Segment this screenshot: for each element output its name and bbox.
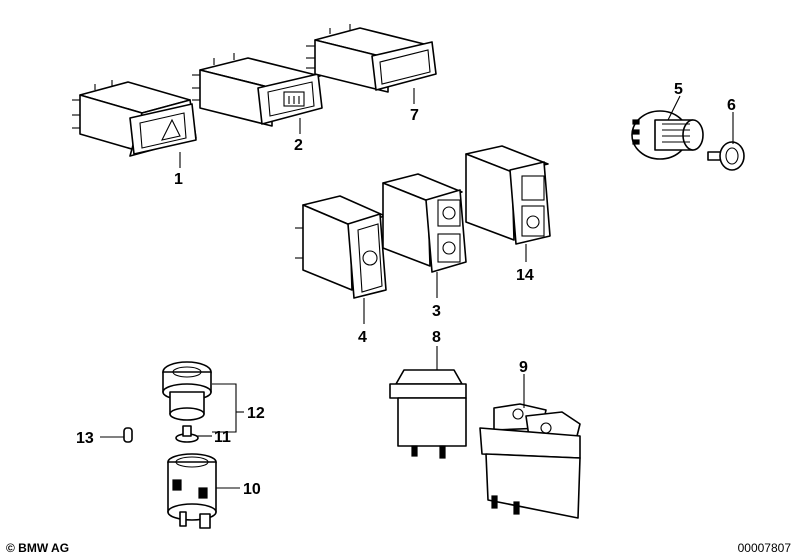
part-11-bulb-holder — [175, 425, 199, 443]
leader-lines — [100, 88, 734, 489]
callout-8: 8 — [432, 329, 441, 346]
callout-1: 1 — [174, 171, 183, 188]
callout-4: 4 — [358, 329, 367, 346]
callout-12: 12 — [247, 405, 265, 422]
callout-11: 11 — [214, 429, 231, 446]
callout-7: 7 — [410, 107, 419, 124]
part-8-push-switch — [389, 369, 467, 459]
callout-2: 2 — [294, 137, 303, 154]
switch-symbol-icon-lower — [442, 241, 456, 255]
part-9-double-push-switch — [479, 403, 581, 519]
diagram-reference-number: 00007807 — [737, 541, 791, 555]
part-5-ignition-housing — [631, 110, 704, 160]
copyright-notice: © BMW AG — [6, 541, 70, 555]
part-7-blank-switch — [306, 24, 437, 93]
hazard-triangle-icon — [160, 118, 181, 141]
part-14-double-switch — [465, 145, 551, 245]
switch-symbol-icon-upper — [442, 206, 456, 220]
part-4-light-switch — [295, 195, 387, 299]
callout-9: 9 — [519, 359, 528, 376]
callout-numbers: 1 2 7 5 6 4 3 14 8 9 12 11 13 10 — [76, 81, 736, 498]
switch-symbol-icon-14 — [526, 215, 540, 229]
part-12-lighter-cap — [162, 361, 212, 421]
part-3-double-switch — [382, 173, 467, 273]
callout-14: 14 — [516, 267, 534, 284]
part-1-hazard-switch — [72, 80, 197, 157]
callout-5: 5 — [674, 81, 683, 98]
light-symbol-icon — [362, 250, 378, 266]
callout-6: 6 — [727, 97, 736, 114]
part-10-lighter-socket — [167, 453, 217, 529]
callout-13: 13 — [76, 430, 94, 447]
callout-10: 10 — [243, 481, 261, 498]
part-2-defogger-switch — [192, 53, 323, 127]
part-13-bulb — [123, 427, 133, 443]
part-6-ignition-knob — [707, 141, 745, 171]
defogger-icon — [283, 91, 305, 107]
callout-3: 3 — [432, 303, 441, 320]
